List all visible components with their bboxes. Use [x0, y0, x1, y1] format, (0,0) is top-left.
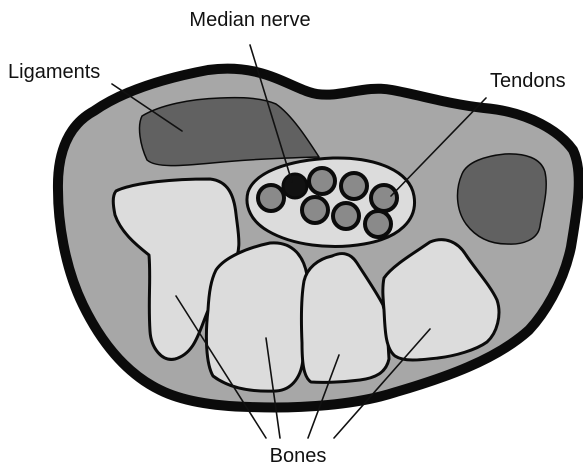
median-nerve-label: Median nerve: [189, 9, 310, 31]
tendon-5: [302, 197, 328, 223]
ligament-right: [457, 154, 546, 244]
tendon-7: [365, 211, 391, 237]
tendon-3: [341, 173, 367, 199]
bones-label: Bones: [270, 445, 327, 467]
tendon-6: [333, 203, 359, 229]
median-nerve-circle: [283, 174, 307, 198]
tendon-4: [371, 185, 397, 211]
tendon-2: [309, 168, 335, 194]
tendons-label: Tendons: [490, 70, 566, 92]
tendon-1: [258, 185, 284, 211]
ligaments-label: Ligaments: [8, 61, 100, 83]
